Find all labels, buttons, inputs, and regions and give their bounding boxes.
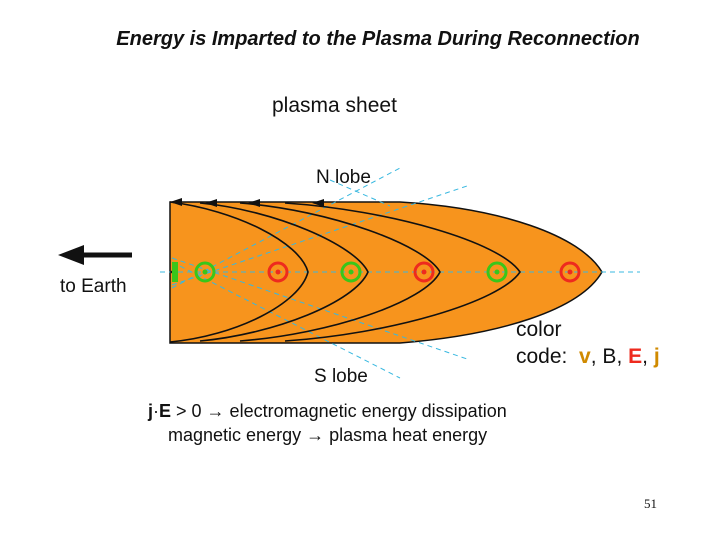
- color-code-v: v: [579, 345, 591, 368]
- color-code-line1: color: [516, 318, 562, 341]
- left-edge-marker: [172, 262, 178, 282]
- color-code-legend: color code: v, B, E, j: [516, 316, 660, 370]
- eq-rest: > 0 → electromagnetic energy dissipation: [171, 401, 507, 421]
- n-lobe-label: N lobe: [316, 167, 371, 188]
- eq-dot: ·: [153, 401, 160, 421]
- slide-title: Energy is Imparted to the Plasma During …: [116, 28, 640, 50]
- marker-layer: [194, 261, 581, 283]
- green-marker: [486, 261, 508, 283]
- color-code-B: B: [602, 345, 617, 368]
- to-earth-label: to Earth: [60, 276, 127, 297]
- color-code-sep2: ,: [616, 345, 623, 368]
- eq-E: E: [159, 401, 172, 421]
- plasma-sheet-label: plasma sheet: [272, 94, 397, 117]
- equation-heat: magnetic energy → plasma heat energy: [168, 425, 488, 445]
- red-marker: [267, 261, 289, 283]
- to-earth-arrow: [58, 245, 132, 265]
- equation-dissipation: j·E > 0 → electromagnetic energy dissipa…: [148, 401, 507, 422]
- field-lines: [169, 201, 521, 343]
- red-marker: [413, 261, 435, 283]
- color-code-prefix: code:: [516, 345, 568, 368]
- eq-j: j: [148, 401, 154, 421]
- green-marker: [340, 261, 362, 283]
- color-code-line2: code: v, B, E, j: [516, 343, 660, 370]
- color-code-j: j: [653, 345, 660, 368]
- green-marker: [194, 261, 216, 283]
- red-marker: [559, 261, 581, 283]
- color-code-E: E: [628, 345, 643, 368]
- color-code-sep1: ,: [590, 345, 597, 368]
- s-lobe-label: S lobe: [314, 366, 368, 387]
- page-number: 51: [644, 496, 657, 511]
- color-code-sep3: ,: [642, 345, 648, 368]
